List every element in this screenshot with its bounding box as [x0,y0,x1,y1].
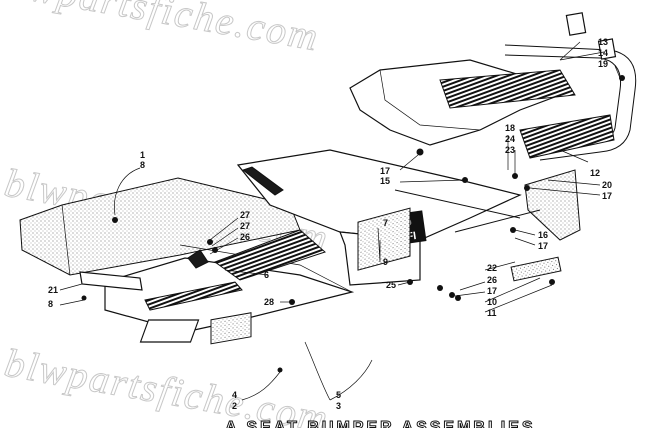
nut-17-top [416,148,424,156]
callout-19: 19 [598,59,608,69]
cross-tube [394,189,521,219]
callout-1: 1 [140,150,145,160]
rear-rack-grille [439,69,576,109]
rear-cover-crease [379,69,481,131]
seat-mount-bracket [357,207,411,271]
callout-13: 13 [598,37,608,47]
callout-17-right: 17 [602,191,612,201]
diagram-caption: A SEAT BUMPER ASSEMBLIES [225,419,536,428]
callout-26-left: 26 [240,232,250,242]
nut-17-lower [449,292,455,298]
callout-9: 9 [383,257,388,267]
callout-10: 10 [487,297,497,307]
reflector-plate-13 [565,12,587,36]
callout-17-top: 17 [380,166,390,176]
screw-11 [549,279,555,285]
callout-8-top: 8 [140,160,145,170]
leader-lines [59,41,621,401]
seat-foam-pad [139,319,200,343]
callout-22: 22 [487,263,497,273]
callout-12: 12 [590,168,600,178]
side-decal-stripes [213,229,326,281]
callout-18: 18 [505,123,515,133]
side-panel-edge [179,244,353,293]
callout-11: 11 [487,308,497,318]
callout-17-mid: 17 [538,241,548,251]
watermark-bottom: blwpartsfiche.com [1,340,332,428]
callout-5: 5 [336,390,341,400]
callout-17-lower: 17 [487,286,497,296]
callout-8-bottom: 8 [48,299,53,309]
callout-4: 4 [232,390,237,400]
washer-16 [510,227,516,233]
bumper-side-rails [519,114,615,159]
bolt-1-8 [112,217,118,223]
pin-8 [81,295,87,301]
washer-10 [455,295,461,301]
callout-27-b: 27 [240,221,250,231]
tail-light-lens [510,256,562,282]
left-hinge-bar [79,271,143,291]
callout-6: 6 [264,270,269,280]
seat-center-top-panel [236,149,522,241]
callout-2: 2 [232,401,237,411]
left-panel-fold [61,204,71,276]
callout-21: 21 [48,285,58,295]
callout-7: 7 [383,218,388,228]
rivet-27b [212,247,218,253]
callout-28: 28 [264,297,274,307]
screw-19 [619,75,625,81]
callout-26-right: 26 [487,275,497,285]
side-panel-stripe [144,281,243,311]
callout-16: 16 [538,230,548,240]
washer-26 [437,285,443,291]
screw-4 [277,367,283,373]
callout-27-a: 27 [240,210,250,220]
reflector-plate-14 [597,38,617,60]
callout-3: 3 [336,401,341,411]
nut-17-right [524,185,530,191]
callout-23: 23 [505,145,515,155]
callout-25: 25 [386,280,396,290]
license-plate-bracket [210,312,252,345]
center-panel-vent [241,166,284,196]
bumper-side-bracket [524,169,581,241]
watermark-top: blwpartsfiche.com [0,0,323,59]
bolt-23 [512,173,518,179]
side-clip [187,249,209,269]
support-rod [454,209,541,233]
callout-15: 15 [380,176,390,186]
callout-14: 14 [598,48,608,58]
rivet-27a [207,239,213,245]
rear-bumper-tube-outer [504,44,637,161]
callout-24: 24 [505,134,515,144]
callout-20: 20 [602,180,612,190]
